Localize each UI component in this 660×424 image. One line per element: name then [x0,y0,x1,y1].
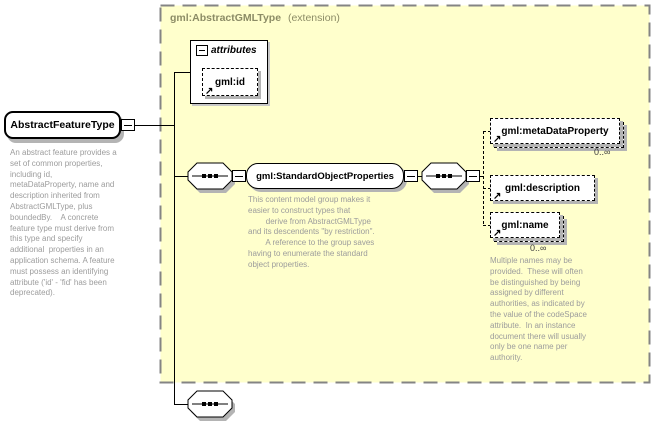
element-gml-metadataproperty[interactable]: gml:metaDataProperty ↗ [490,118,620,145]
reference-arrow-icon: ↗ [493,191,502,202]
connector-lines [135,72,422,405]
element-label: gml:metaDataProperty [501,125,609,137]
sequence-icon[interactable] [187,390,236,422]
collapse-toggle-root[interactable] [121,119,135,131]
base-type-title: gml:AbstractGMLType (extension) [170,12,340,24]
occurrence-label: 0..∞ [594,147,611,157]
attributes-label: attributes [211,45,257,56]
base-type-derivation: (extension) [287,12,340,24]
element-gml-description[interactable]: gml:description ↗ [490,175,595,202]
collapse-toggle-group[interactable] [404,170,418,182]
root-type-label: AbstractFeatureType [10,119,115,131]
element-label: gml:name [501,219,549,231]
attribute-gml-id[interactable]: gml:id ↗ [202,68,258,97]
reference-arrow-icon: ↗ [493,134,502,145]
attributes-header: attributes [191,41,267,56]
optional-connector-lines [480,131,490,226]
occurrence-label: 0..∞ [530,243,547,253]
reference-arrow-icon: ↗ [493,228,502,239]
root-type-annotation: An abstract feature provides a set of co… [10,148,117,298]
collapse-toggle-attributes[interactable] [196,45,208,56]
collapse-toggle-sequence-1[interactable] [232,170,246,182]
element-label: gml:description [504,182,580,194]
attribute-gml-id-label: gml:id [215,76,245,88]
root-type-box[interactable]: AbstractFeatureType [4,111,121,139]
reference-arrow-icon: ↗ [205,86,214,97]
base-type-name: gml:AbstractGMLType [170,12,282,24]
group-label: gml:StandardObjectProperties [256,170,394,182]
collapse-toggle-sequence-2[interactable] [466,170,480,182]
group-annotation: This content model group makes it easier… [248,195,375,269]
element-gml-name[interactable]: gml:name ↗ [490,212,560,239]
name-annotation: Multiple names may be provided. These wi… [490,256,587,363]
group-gml-standardobjectproperties[interactable]: gml:StandardObjectProperties [246,163,404,189]
